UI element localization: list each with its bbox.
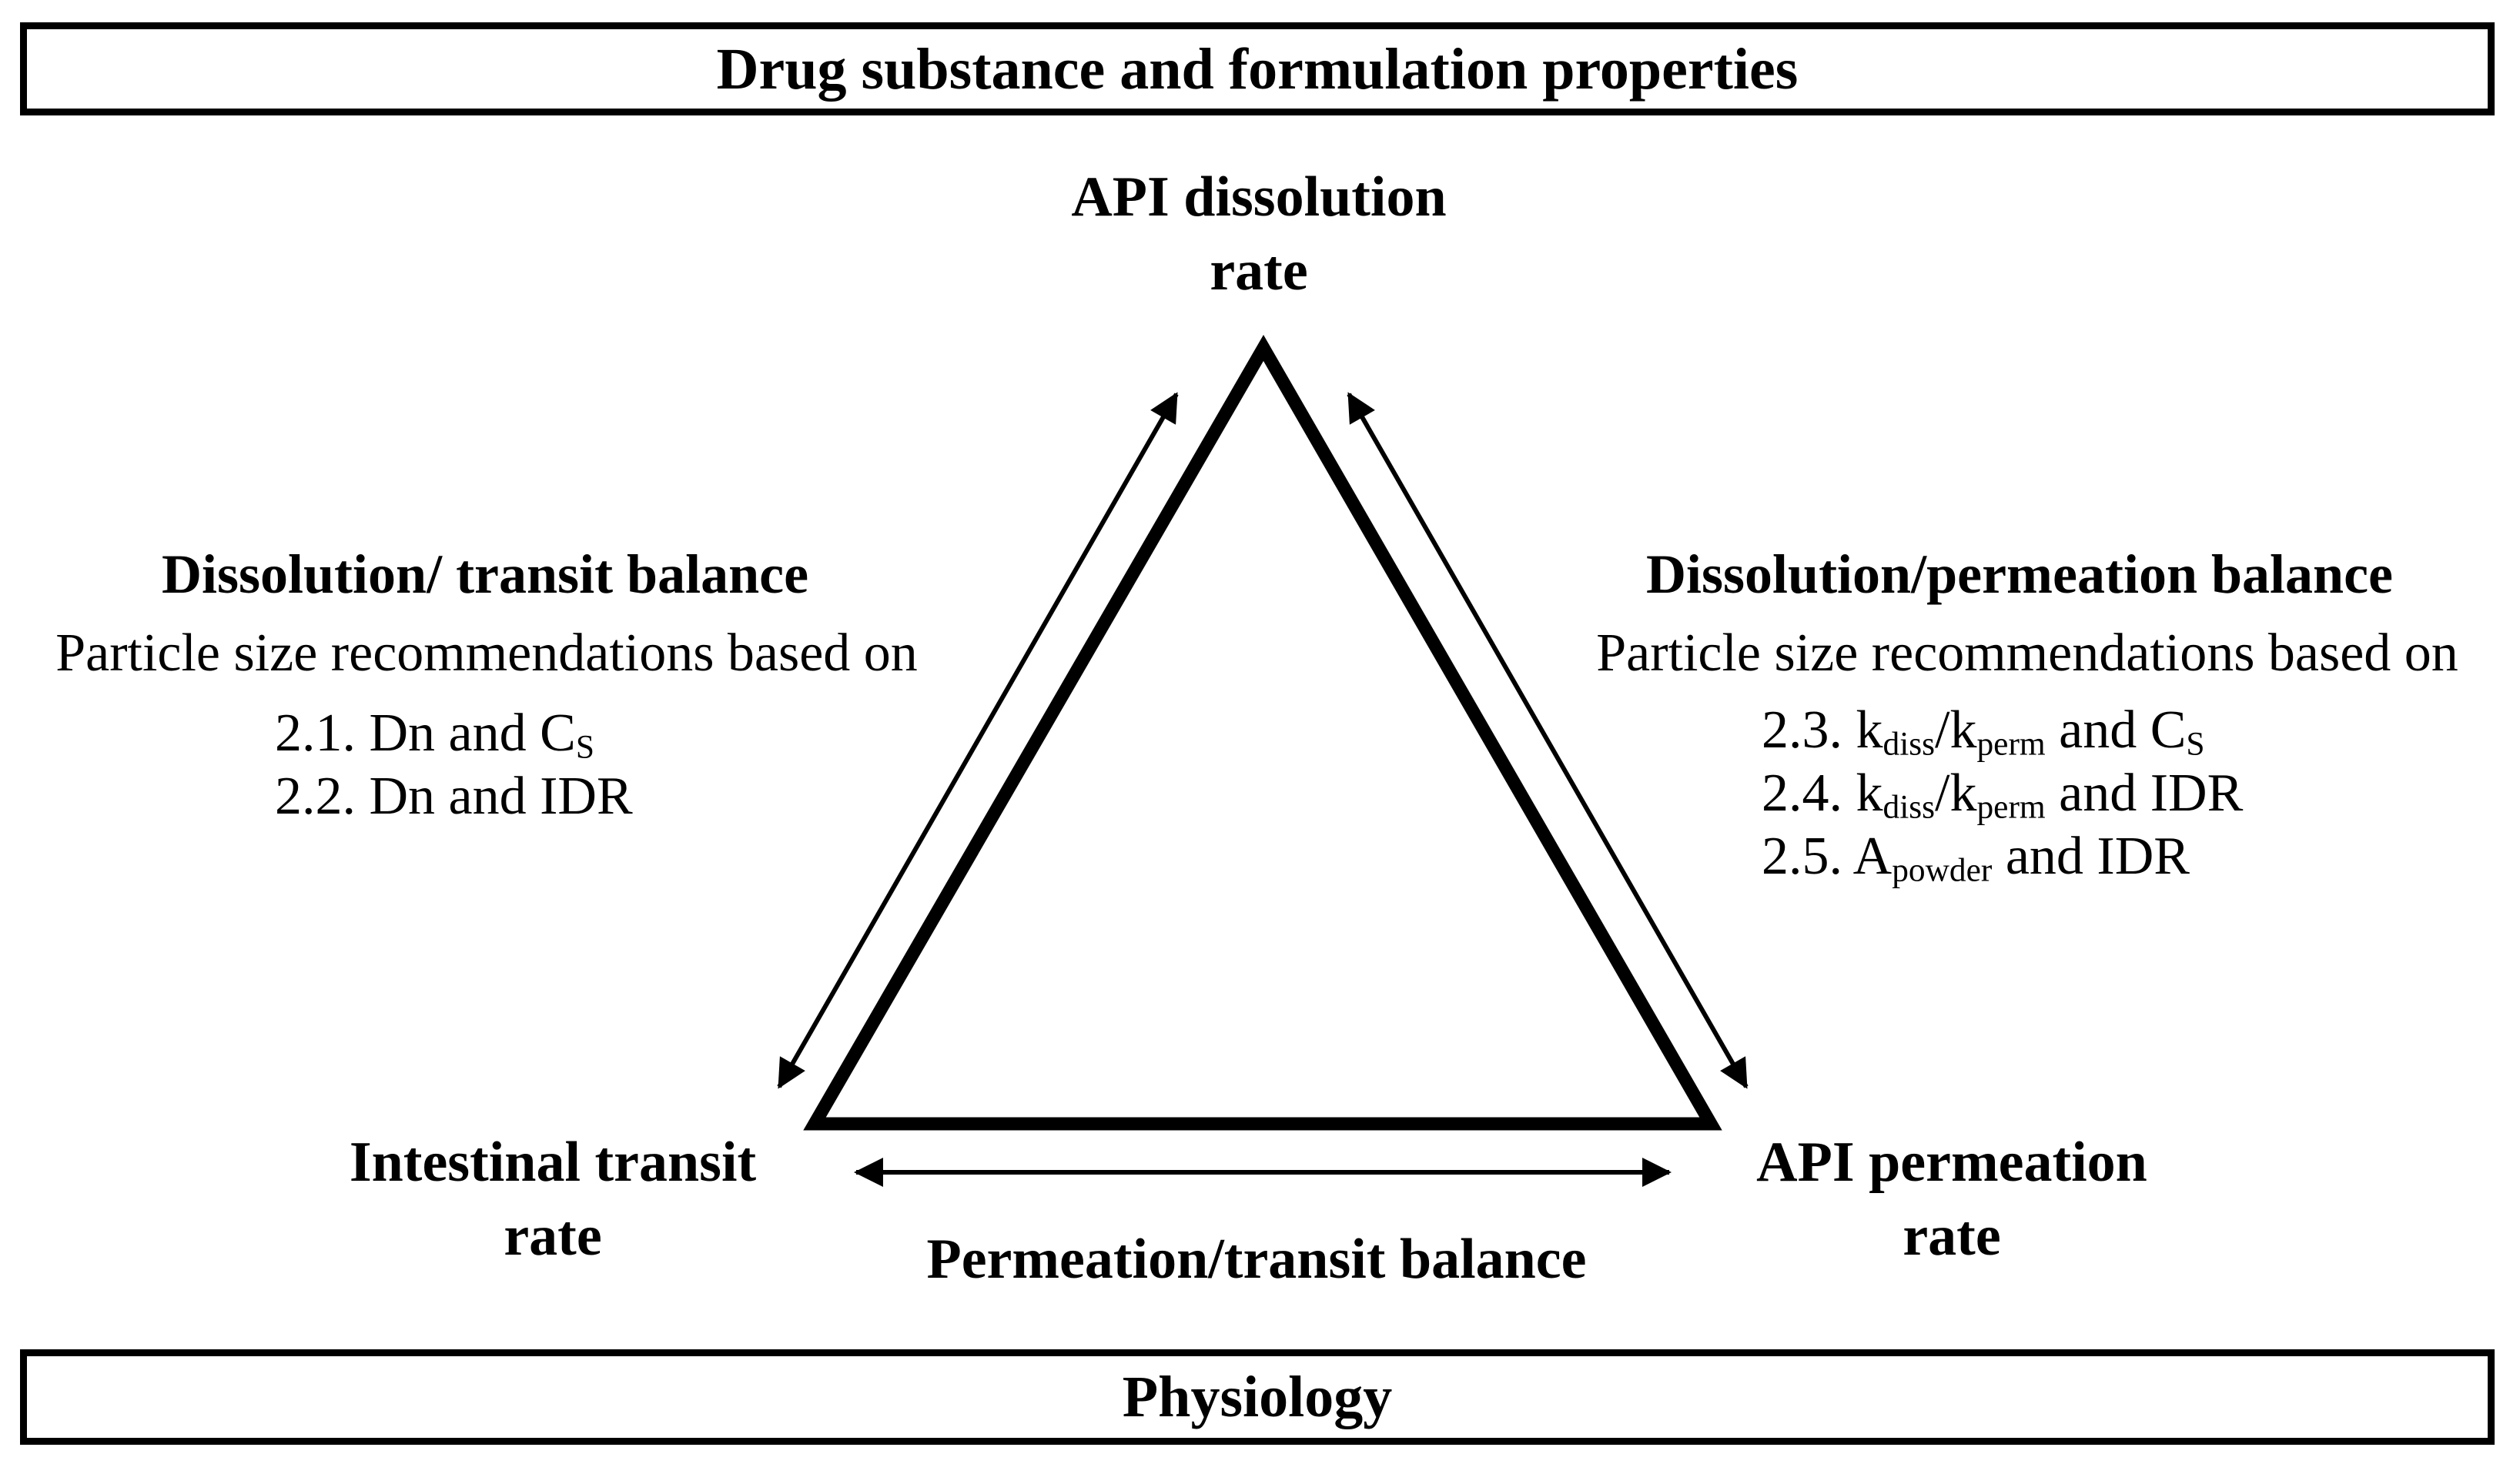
list-item-2-2: 2.2. Dn and IDR [275, 767, 633, 826]
dissolution-permeation-balance-title: Dissolution/permeation balance [1645, 543, 2394, 605]
list-item-2-4: 2.4. kdiss/kperm and IDR [1762, 764, 2244, 826]
list-item-2-1: 2.1. Dn and CS [275, 704, 594, 766]
top-banner-box: Drug substance and formulation propertie… [20, 22, 2495, 115]
vertex-intestinal-transit-rate: Intestinal transit rate [349, 1131, 757, 1268]
right-edge-double-arrow-icon [1347, 392, 1749, 1089]
right-panel-items: 2.3. kdiss/kperm and CS 2.4. kdiss/kperm… [1762, 699, 2243, 888]
triangle-outline [803, 335, 1722, 1131]
vertex-api-permeation-rate: API permeation rate [1756, 1131, 2147, 1268]
list-item-2-5: 2.5. Apowder and IDR [1762, 827, 2190, 889]
list-item-2-3: 2.3. kdiss/kperm and CS [1762, 700, 2205, 763]
dissolution-transit-balance-title: Dissolution/ transit balance [161, 543, 809, 605]
left-panel-items: 2.1. Dn and CS 2.2. Dn and IDR [275, 702, 633, 828]
left-panel-subtitle: Particle size recommendations based on [55, 623, 918, 683]
permeation-transit-balance-label: Permeation/transit balance [926, 1228, 1587, 1291]
left-edge-double-arrow-icon [777, 392, 1179, 1089]
right-panel-subtitle: Particle size recommendations based on [1596, 623, 2458, 683]
bottom-banner-box: Physiology [20, 1349, 2495, 1445]
bottom-banner-label: Physiology [1122, 1365, 1393, 1429]
vertex-api-dissolution-rate: API dissolution rate [1071, 165, 1447, 302]
top-banner-label: Drug substance and formulation propertie… [716, 36, 1799, 102]
